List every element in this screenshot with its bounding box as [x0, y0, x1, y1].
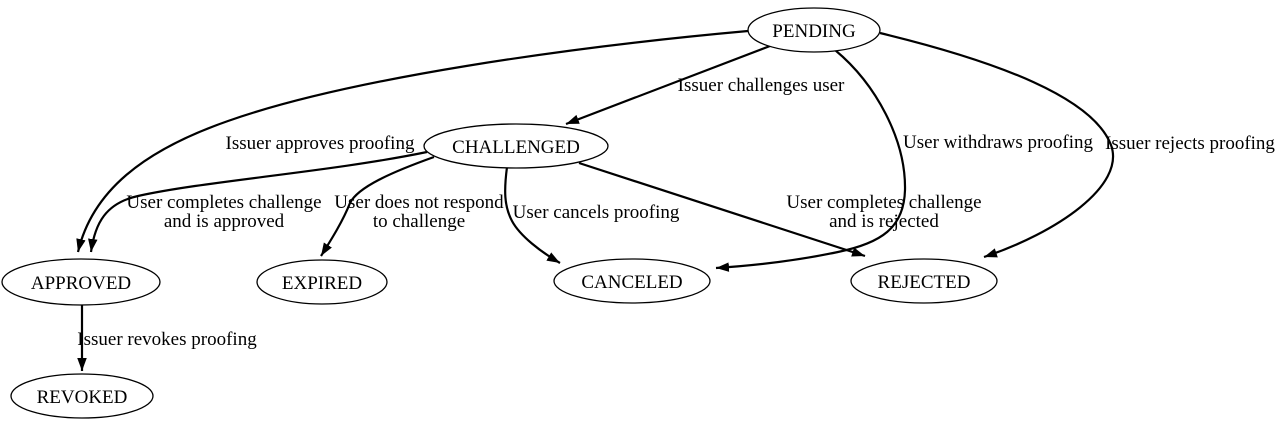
node-revoked — [10, 373, 154, 419]
edge-label-approved-revoked: Issuer revokes proofing — [77, 329, 257, 350]
node-canceled-label: CANCELED — [581, 272, 682, 293]
node-challenged — [423, 123, 609, 169]
edge-label-pending-canceled: User withdraws proofing — [903, 132, 1093, 153]
edge-label-pending-approved: Issuer approves proofing — [226, 133, 415, 154]
node-revoked-label: REVOKED — [37, 387, 128, 408]
edge-pending-approved — [76, 29, 749, 253]
edge-label-challenged-rejected-line2: and is rejected — [829, 211, 939, 232]
edge-label-challenged-approved-line2: and is approved — [164, 211, 285, 232]
edge-challenged-rejected — [578, 161, 866, 258]
node-challenged-label: CHALLENGED — [452, 137, 580, 158]
edge-challenged-approved — [88, 150, 428, 253]
node-expired — [256, 259, 388, 305]
node-pending — [747, 7, 881, 53]
node-approved — [1, 258, 161, 306]
edge-label-pending-challenged: Issuer challenges user — [678, 75, 845, 96]
node-rejected — [850, 258, 998, 304]
edge-pending-rejected — [879, 31, 1114, 259]
edge-label-challenged-canceled: User cancels proofing — [513, 202, 680, 223]
edge-pending-challenged — [565, 44, 771, 126]
node-expired-label: EXPIRED — [282, 273, 362, 294]
edge-label-pending-rejected: Issuer rejects proofing — [1105, 133, 1275, 154]
edge-label-challenged-rejected: User completes challenge and is rejected — [786, 192, 981, 232]
edge-label-challenged-expired-line1: User does not respond — [334, 192, 504, 213]
edge-challenged-expired — [320, 155, 435, 257]
edge-label-challenged-approved-line1: User completes challenge — [126, 192, 321, 213]
edge-pending-canceled — [715, 49, 907, 272]
node-rejected-label: REJECTED — [878, 272, 971, 293]
edge-label-challenged-rejected-line1: User completes challenge — [786, 192, 981, 213]
edge-label-challenged-approved: User completes challenge and is approved — [126, 192, 321, 232]
node-pending-label: PENDING — [772, 21, 856, 42]
edge-label-challenged-expired: User does not respond to challenge — [334, 192, 504, 232]
node-canceled — [553, 258, 711, 304]
node-approved-label: APPROVED — [31, 273, 131, 294]
edge-challenged-canceled — [504, 166, 561, 264]
edge-label-challenged-expired-line2: to challenge — [373, 211, 465, 232]
